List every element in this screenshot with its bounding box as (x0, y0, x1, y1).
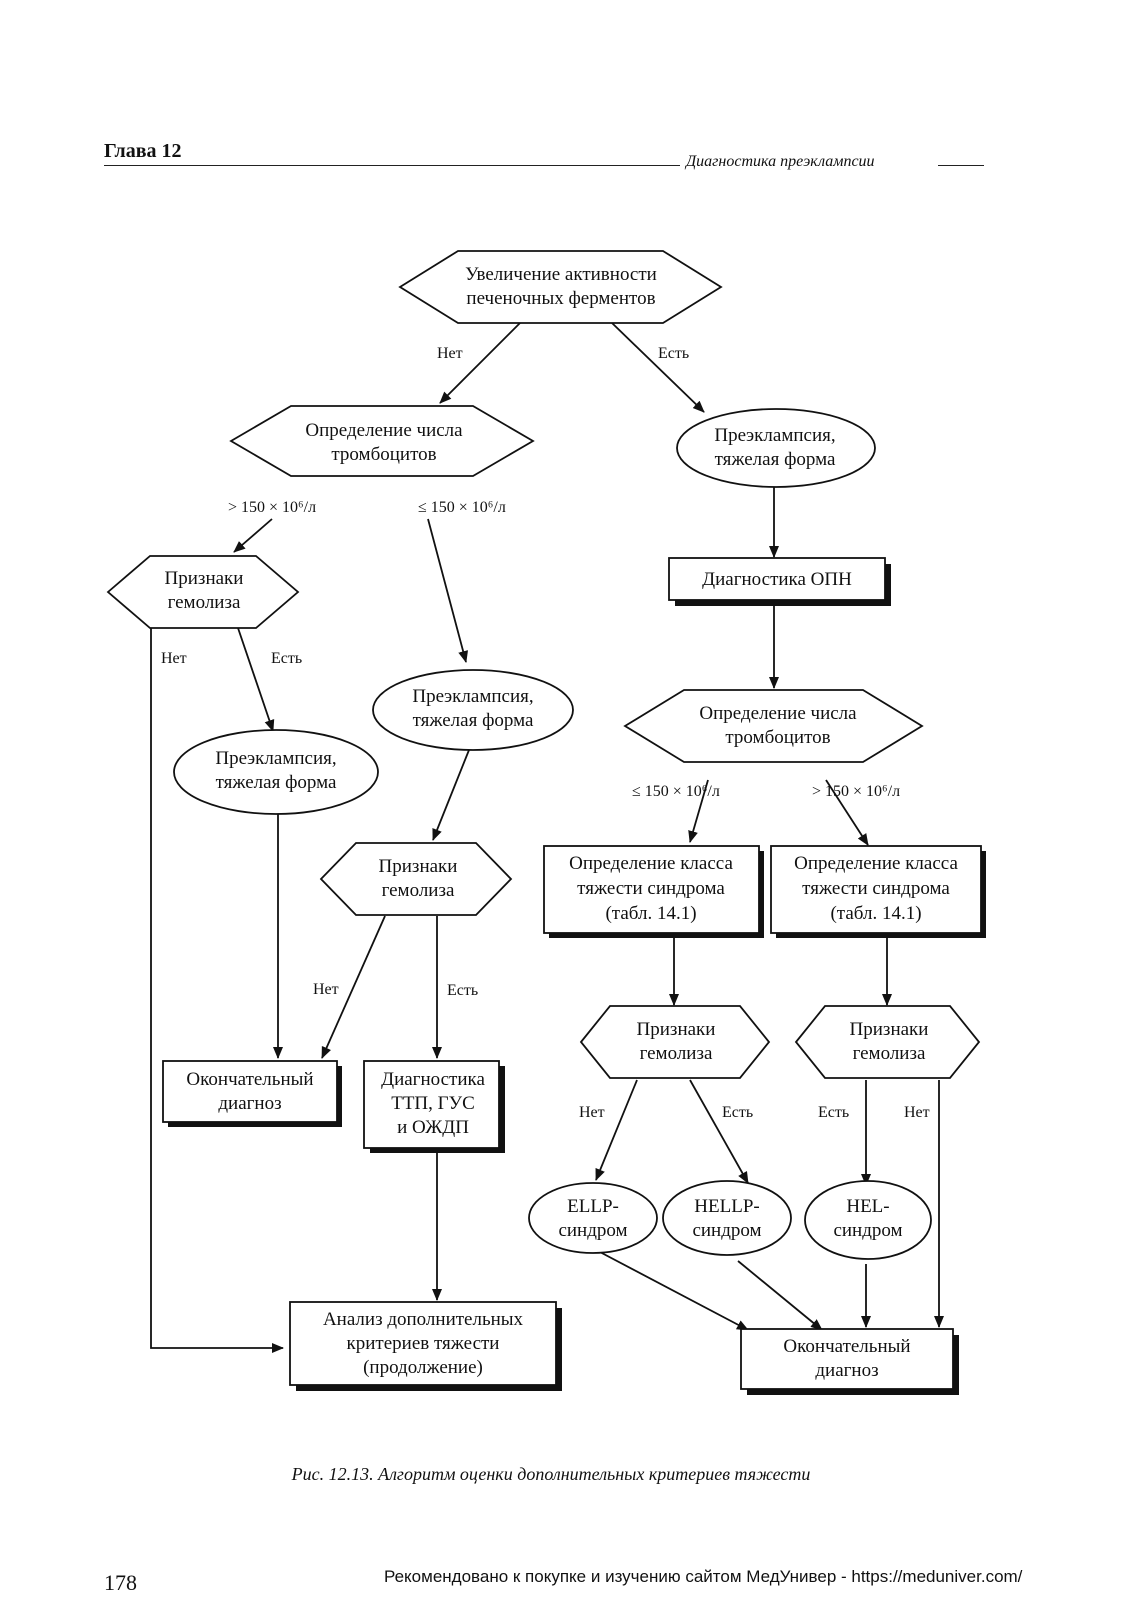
edge-label-l8: > 150 × 10⁶/л (812, 783, 900, 800)
header-rule-right (938, 165, 984, 166)
edge-n8-n12 (321, 915, 386, 1059)
edge-label-l1: Нет (437, 345, 463, 362)
chapter-title: Глава 12 (104, 140, 182, 162)
header-rule-left (104, 165, 680, 166)
node-n13-shape (363, 1060, 505, 1153)
node-n18-shape (804, 1180, 932, 1260)
node-n12-shape (162, 1060, 342, 1127)
edge-n14-n17 (689, 1079, 749, 1184)
edge-n9-n10 (688, 779, 709, 843)
node-n16-shape (528, 1182, 658, 1254)
node-n10-shape (543, 845, 764, 938)
edge-label-l9: Нет (313, 981, 339, 998)
edge-n4-n5 (237, 627, 275, 732)
node-n1-shape (398, 250, 723, 324)
edge-label-l2: Есть (658, 345, 689, 362)
edge-label-l14: Нет (904, 1104, 930, 1121)
edge-n1-n2 (439, 322, 521, 404)
node-n19-shape (289, 1301, 562, 1391)
node-n16-text: ELLP-синдром (558, 1196, 627, 1241)
edge-n2-n7 (427, 518, 469, 663)
edge-n2-n4 (233, 518, 273, 553)
edge-label-l10: Есть (447, 982, 478, 999)
section-title: Диагностика преэклампсии (686, 153, 875, 170)
figure-caption: Рис. 12.13. Алгоритм оценки дополнительн… (291, 1464, 811, 1484)
edge-n4-n19 (150, 628, 284, 1353)
node-n17-shape (662, 1180, 792, 1256)
node-n15-shape (794, 1005, 981, 1079)
edge-label-l5: Нет (161, 650, 187, 667)
edge-label-l6: Есть (271, 650, 302, 667)
page-number: 178 (104, 1570, 137, 1595)
node-n7-shape (372, 669, 574, 751)
node-n3-text: Преэклампсия,тяжелая форма (714, 425, 836, 470)
node-n20-shape (740, 1328, 959, 1395)
node-n8-shape (319, 842, 513, 916)
node-n14-shape (579, 1005, 771, 1079)
footer-note: Рекомендовано к покупке и изучению сайто… (384, 1567, 1023, 1586)
edge-label-l3: > 150 × 10⁶/л (228, 499, 316, 516)
node-n2-shape (229, 405, 535, 477)
node-n17-text: HELLP-синдром (692, 1196, 761, 1241)
edge-n17-n20 (737, 1260, 823, 1331)
edge-label-l4: ≤ 150 × 10⁶/л (418, 499, 506, 516)
node-n5-shape (173, 729, 379, 815)
node-n4-shape (106, 555, 300, 629)
edge-label-l12: Есть (722, 1104, 753, 1121)
edge-n16-n20 (597, 1250, 749, 1331)
edge-n9-n11 (825, 779, 869, 846)
node-n9-shape (623, 689, 924, 763)
node-n6-text: Диагностика ОПН (702, 569, 852, 590)
node-n7-text: Преэклампсия,тяжелая форма (412, 686, 534, 731)
edge-n7-n8 (432, 749, 470, 841)
edge-label-l13: Есть (818, 1104, 849, 1121)
edge-n14-n16 (595, 1079, 638, 1181)
node-n3-shape (676, 408, 876, 488)
node-n18-text: HEL-синдром (833, 1196, 902, 1241)
edge-n1-n3 (611, 322, 705, 413)
node-n11-shape (770, 845, 986, 938)
edge-label-l7: ≤ 150 × 10⁶/л (632, 783, 720, 800)
edge-label-l11: Нет (579, 1104, 605, 1121)
node-n6-shape (668, 557, 891, 606)
node-n5-text: Преэклампсия,тяжелая форма (215, 748, 337, 793)
